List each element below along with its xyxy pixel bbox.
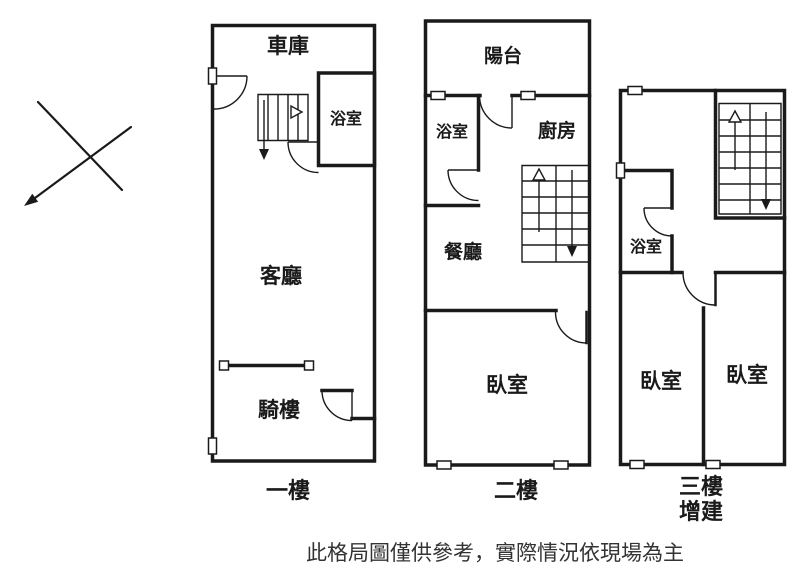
floor2-stairs-down-arrow-icon <box>567 246 577 257</box>
floor-1-plan: 車庫 浴室 客廳 騎樓 一樓 <box>207 23 377 504</box>
floor2-stairs <box>521 164 591 263</box>
floor2-window-mark <box>436 460 452 470</box>
floor2-label: 二樓 <box>494 479 538 504</box>
room-label-balcony: 陽台 <box>484 44 522 67</box>
room-label-living-room: 客廳 <box>260 264 302 288</box>
room-label-kitchen: 廚房 <box>538 119 576 142</box>
floor3-label-line2: 增建 <box>679 499 723 525</box>
compass-arrowhead-icon <box>24 193 39 206</box>
floor2-balcony-door-arc <box>478 95 513 129</box>
floor2-bathroom-walls <box>423 93 481 208</box>
room-label-bathroom-f2: 浴室 <box>436 122 468 141</box>
floor1-garage-door-arc <box>213 75 248 110</box>
room-label-dining-room: 餐廳 <box>444 240 482 263</box>
room-label-bathroom-f3: 浴室 <box>630 237 662 256</box>
floor1-stairs-down-arrow-icon <box>259 149 269 160</box>
floor3-bathroom-door-arc <box>643 207 673 237</box>
floor2-window-mark <box>553 460 569 470</box>
floor1-bathroom-door-arc <box>287 141 319 174</box>
floor3-outer-walls <box>618 88 787 467</box>
floor3-window-mark <box>615 162 626 179</box>
room-label-bedroom-left: 臥室 <box>640 369 682 393</box>
floor1-wall-end-mark <box>218 360 230 371</box>
floor-2-plan: 陽台 浴室 廚房 餐廳 臥室 二樓 <box>423 19 592 504</box>
compass-arrow-line <box>33 125 133 200</box>
floor1-stairs-up-arrow-icon <box>290 104 304 120</box>
floor1-bathroom-walls <box>316 71 377 168</box>
floor3-corridor-door-arc <box>682 272 716 306</box>
floor2-window-mark <box>430 90 446 101</box>
floor3-window-mark <box>629 459 645 470</box>
disclaimer-text: 此格局圖僅供參考，實際情況依現場為主 <box>306 541 684 565</box>
room-label-arcade: 騎樓 <box>258 398 300 422</box>
floor2-bathroom-door-arc <box>447 169 479 202</box>
floor1-entry-walls <box>320 388 377 421</box>
floor1-wall-end-mark <box>303 360 315 371</box>
room-label-bathroom-f1: 浴室 <box>330 109 362 128</box>
floor1-entry-door-arc <box>321 390 353 422</box>
room-label-garage: 車庫 <box>267 34 309 58</box>
floor1-stairs <box>257 93 309 142</box>
floor3-stairs <box>718 102 782 215</box>
floor1-window-mark <box>207 437 218 455</box>
floor1-label: 一樓 <box>266 479 310 504</box>
floor1-outer-walls <box>210 23 377 463</box>
floor3-window-mark <box>705 459 721 470</box>
floor-3-plan: 浴室 臥室 臥室 三樓 增建 <box>615 85 787 525</box>
floor3-stairs-up-arrow-icon <box>727 109 743 123</box>
floor3-label-line1: 三樓 <box>679 475 723 500</box>
floor2-stairs-up-arrow-icon <box>531 167 547 181</box>
compass <box>24 100 133 206</box>
room-label-bedroom-f2: 臥室 <box>486 373 528 397</box>
compass-line <box>36 100 124 192</box>
room-label-bedroom-right: 臥室 <box>726 363 768 387</box>
floor2-bedroom-door-arc <box>554 311 587 344</box>
floor3-bathroom-walls <box>618 168 674 275</box>
floor3-stairwell-walls <box>713 88 787 220</box>
floor2-outer-walls <box>423 19 592 467</box>
floor3-window-mark <box>627 85 643 96</box>
floor3-stairs-down-arrow-icon <box>761 199 771 210</box>
floor1-window-mark <box>207 67 218 85</box>
floor2-window-mark <box>520 90 536 101</box>
